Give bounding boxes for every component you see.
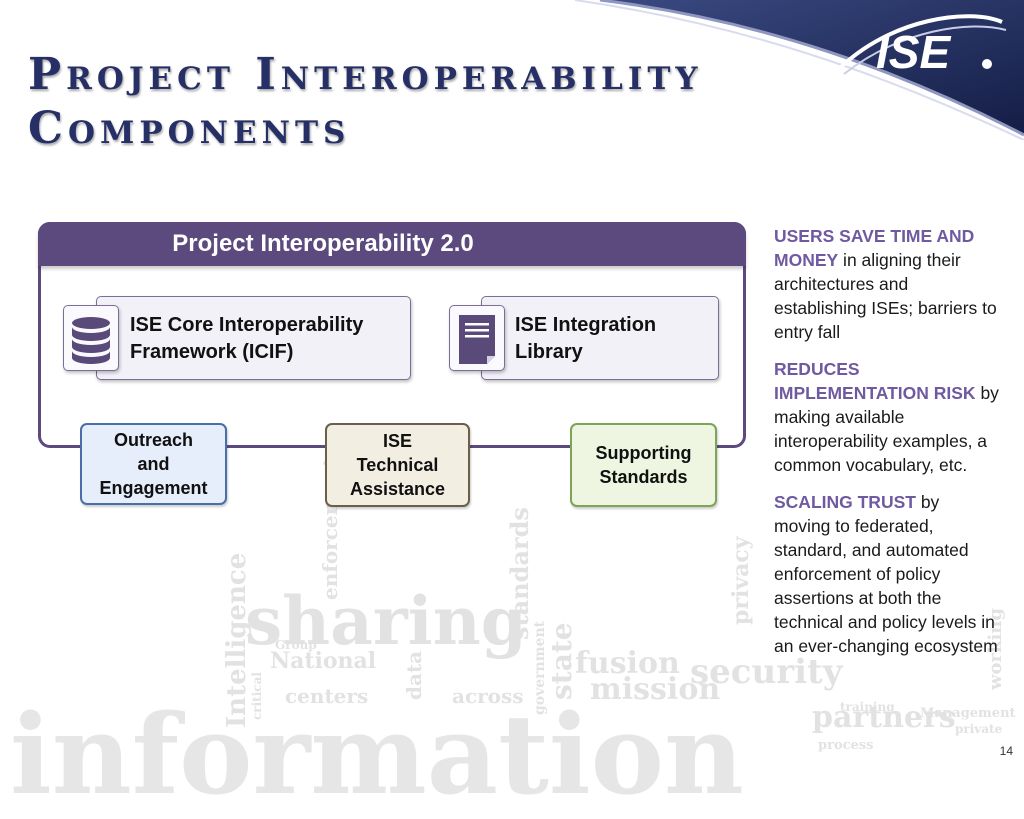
document-icon [449, 305, 505, 371]
watermark-word: centers [285, 684, 369, 708]
technical-assistance-line-2: Technical [356, 455, 439, 475]
technical-assistance-box: ISE Technical Assistance [325, 423, 470, 507]
watermark-word: fusion [575, 646, 680, 681]
watermark-word: Group [275, 638, 317, 652]
integration-library-label-line-1: ISE Integration [515, 314, 657, 336]
header-swoosh [574, 0, 1024, 140]
watermark-word: information [10, 690, 745, 819]
benefit-body: in aligning their architectures and esta… [774, 250, 997, 342]
supporting-standards-line-1: Supporting [595, 443, 692, 463]
outreach-engagement-box: Outreach and Engagement [80, 423, 227, 505]
technical-assistance-line-1: ISE [382, 431, 412, 451]
outreach-line-3: Engagement [99, 478, 208, 498]
watermark-word: National [270, 648, 377, 674]
outreach-line-2: and [137, 454, 170, 474]
watermark-word: sharing [245, 582, 527, 660]
supporting-standards-line-2: Standards [599, 467, 688, 487]
watermark-word: Intelligence [222, 552, 252, 728]
watermark-word: training [840, 700, 895, 714]
watermark-word: standards [505, 507, 534, 640]
benefit-heading: SCALING TRUST [774, 492, 916, 512]
ise-logo: ISE [836, 14, 1007, 78]
watermark-word: data [402, 650, 426, 700]
page-number: 14 [999, 744, 1013, 758]
watermark-word: privacy [728, 536, 754, 625]
watermark-word: across [452, 684, 524, 708]
outreach-line-1: Outreach [113, 430, 194, 450]
watermark-word: mission [590, 672, 721, 707]
benefit-heading: USERS SAVE TIME AND MONEY [774, 226, 975, 270]
database-icon [63, 305, 119, 371]
watermark-word: partners [812, 700, 956, 735]
benefit-heading: REDUCES IMPLEMENTATION RISK [774, 359, 976, 403]
supporting-standards-box: Supporting Standards [570, 423, 717, 507]
icif-label: ISE Core Interoperability Framework (ICI… [130, 312, 363, 366]
title-line-1: Project Interoperability [28, 49, 703, 100]
diagram-header-title: Project Interoperability 2.0 [172, 230, 474, 257]
benefit-body: by making available interoperability exa… [774, 383, 999, 475]
integration-library-label-line-2: Library [515, 341, 583, 363]
benefit-item: SCALING TRUST by moving to federated, st… [774, 490, 999, 658]
watermark-word: security [690, 652, 843, 692]
technical-assistance-line-3: Assistance [349, 479, 446, 499]
benefits-list: USERS SAVE TIME AND MONEY in aligning th… [774, 224, 999, 671]
benefit-item: USERS SAVE TIME AND MONEY in aligning th… [774, 224, 999, 344]
integration-library-label: ISE Integration Library [515, 312, 656, 366]
watermark-word: state [545, 622, 578, 700]
icif-label-line-2: Framework (ICIF) [130, 341, 294, 363]
title-line-2: Components [28, 103, 351, 154]
watermark-word: process [818, 738, 874, 753]
watermark-word: critical [250, 672, 264, 720]
benefit-item: REDUCES IMPLEMENTATION RISK by making av… [774, 357, 999, 477]
watermark-word: private [955, 722, 1003, 736]
benefit-body: by moving to federated, standard, and au… [774, 492, 998, 656]
page-title: Project Interoperability Components [28, 48, 703, 156]
icif-label-line-1: ISE Core Interoperability [130, 314, 364, 336]
icif-card [96, 296, 411, 380]
watermark-word: Management [920, 706, 1016, 721]
logo-text: ISE [876, 26, 951, 78]
diagram-header-bar [38, 222, 746, 266]
